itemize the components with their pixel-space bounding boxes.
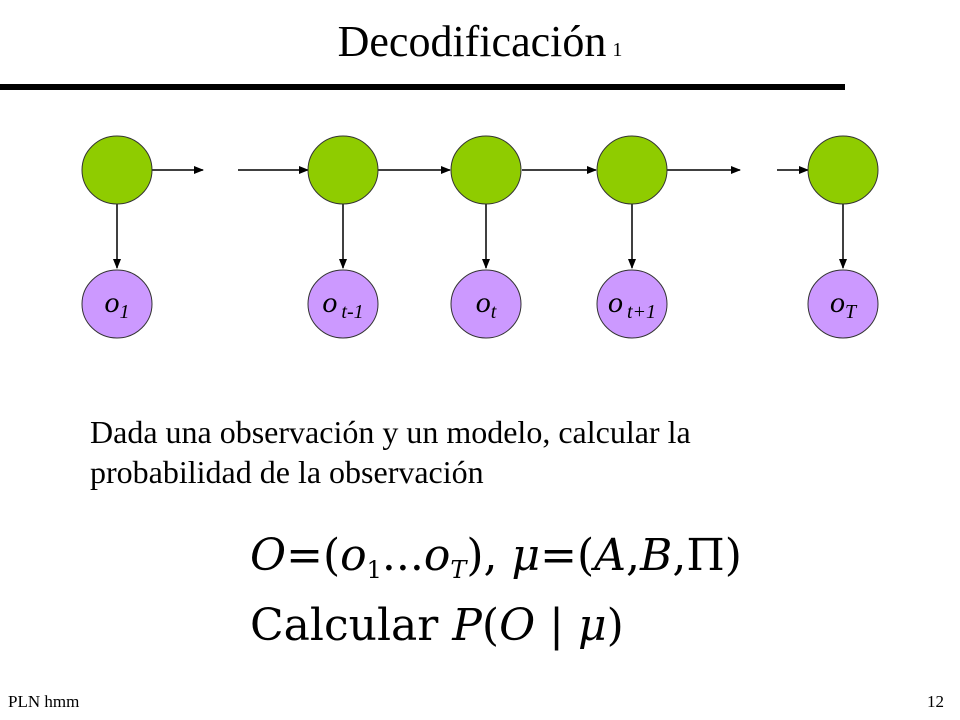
state-node-t — [450, 135, 522, 205]
observation-label-1: o1 — [105, 286, 130, 323]
state-node-tm1 — [307, 135, 379, 205]
observation-node-1 — [81, 269, 153, 339]
formula-line-1: O=(o1...oT), μ=(A,B,Π) — [250, 530, 742, 584]
footer-left: PLN hmm — [8, 692, 80, 711]
state-node-T — [807, 135, 879, 205]
observation-node-tm1 — [307, 269, 379, 339]
title-rule — [0, 84, 845, 90]
page-number: 12 — [927, 692, 944, 711]
observation-node-t — [450, 269, 522, 339]
slide-title-text: Decodificación — [337, 17, 607, 66]
observation-label-t: ot — [476, 286, 497, 323]
description-text: Dada una observación y un modelo, calcul… — [90, 414, 691, 490]
observation-node-tp1 — [596, 269, 668, 339]
observation-label-T: oT — [830, 286, 858, 323]
formula: O=(o1...oT), μ=(A,B,Π) Calcular P(O | μ) — [250, 528, 742, 654]
slide-title-sup: 1 — [612, 39, 623, 61]
observation-node-T — [807, 269, 879, 339]
formula-line-2: Calcular P(O | μ) — [250, 600, 624, 651]
state-node-1 — [81, 135, 153, 205]
state-node-tp1 — [596, 135, 668, 205]
